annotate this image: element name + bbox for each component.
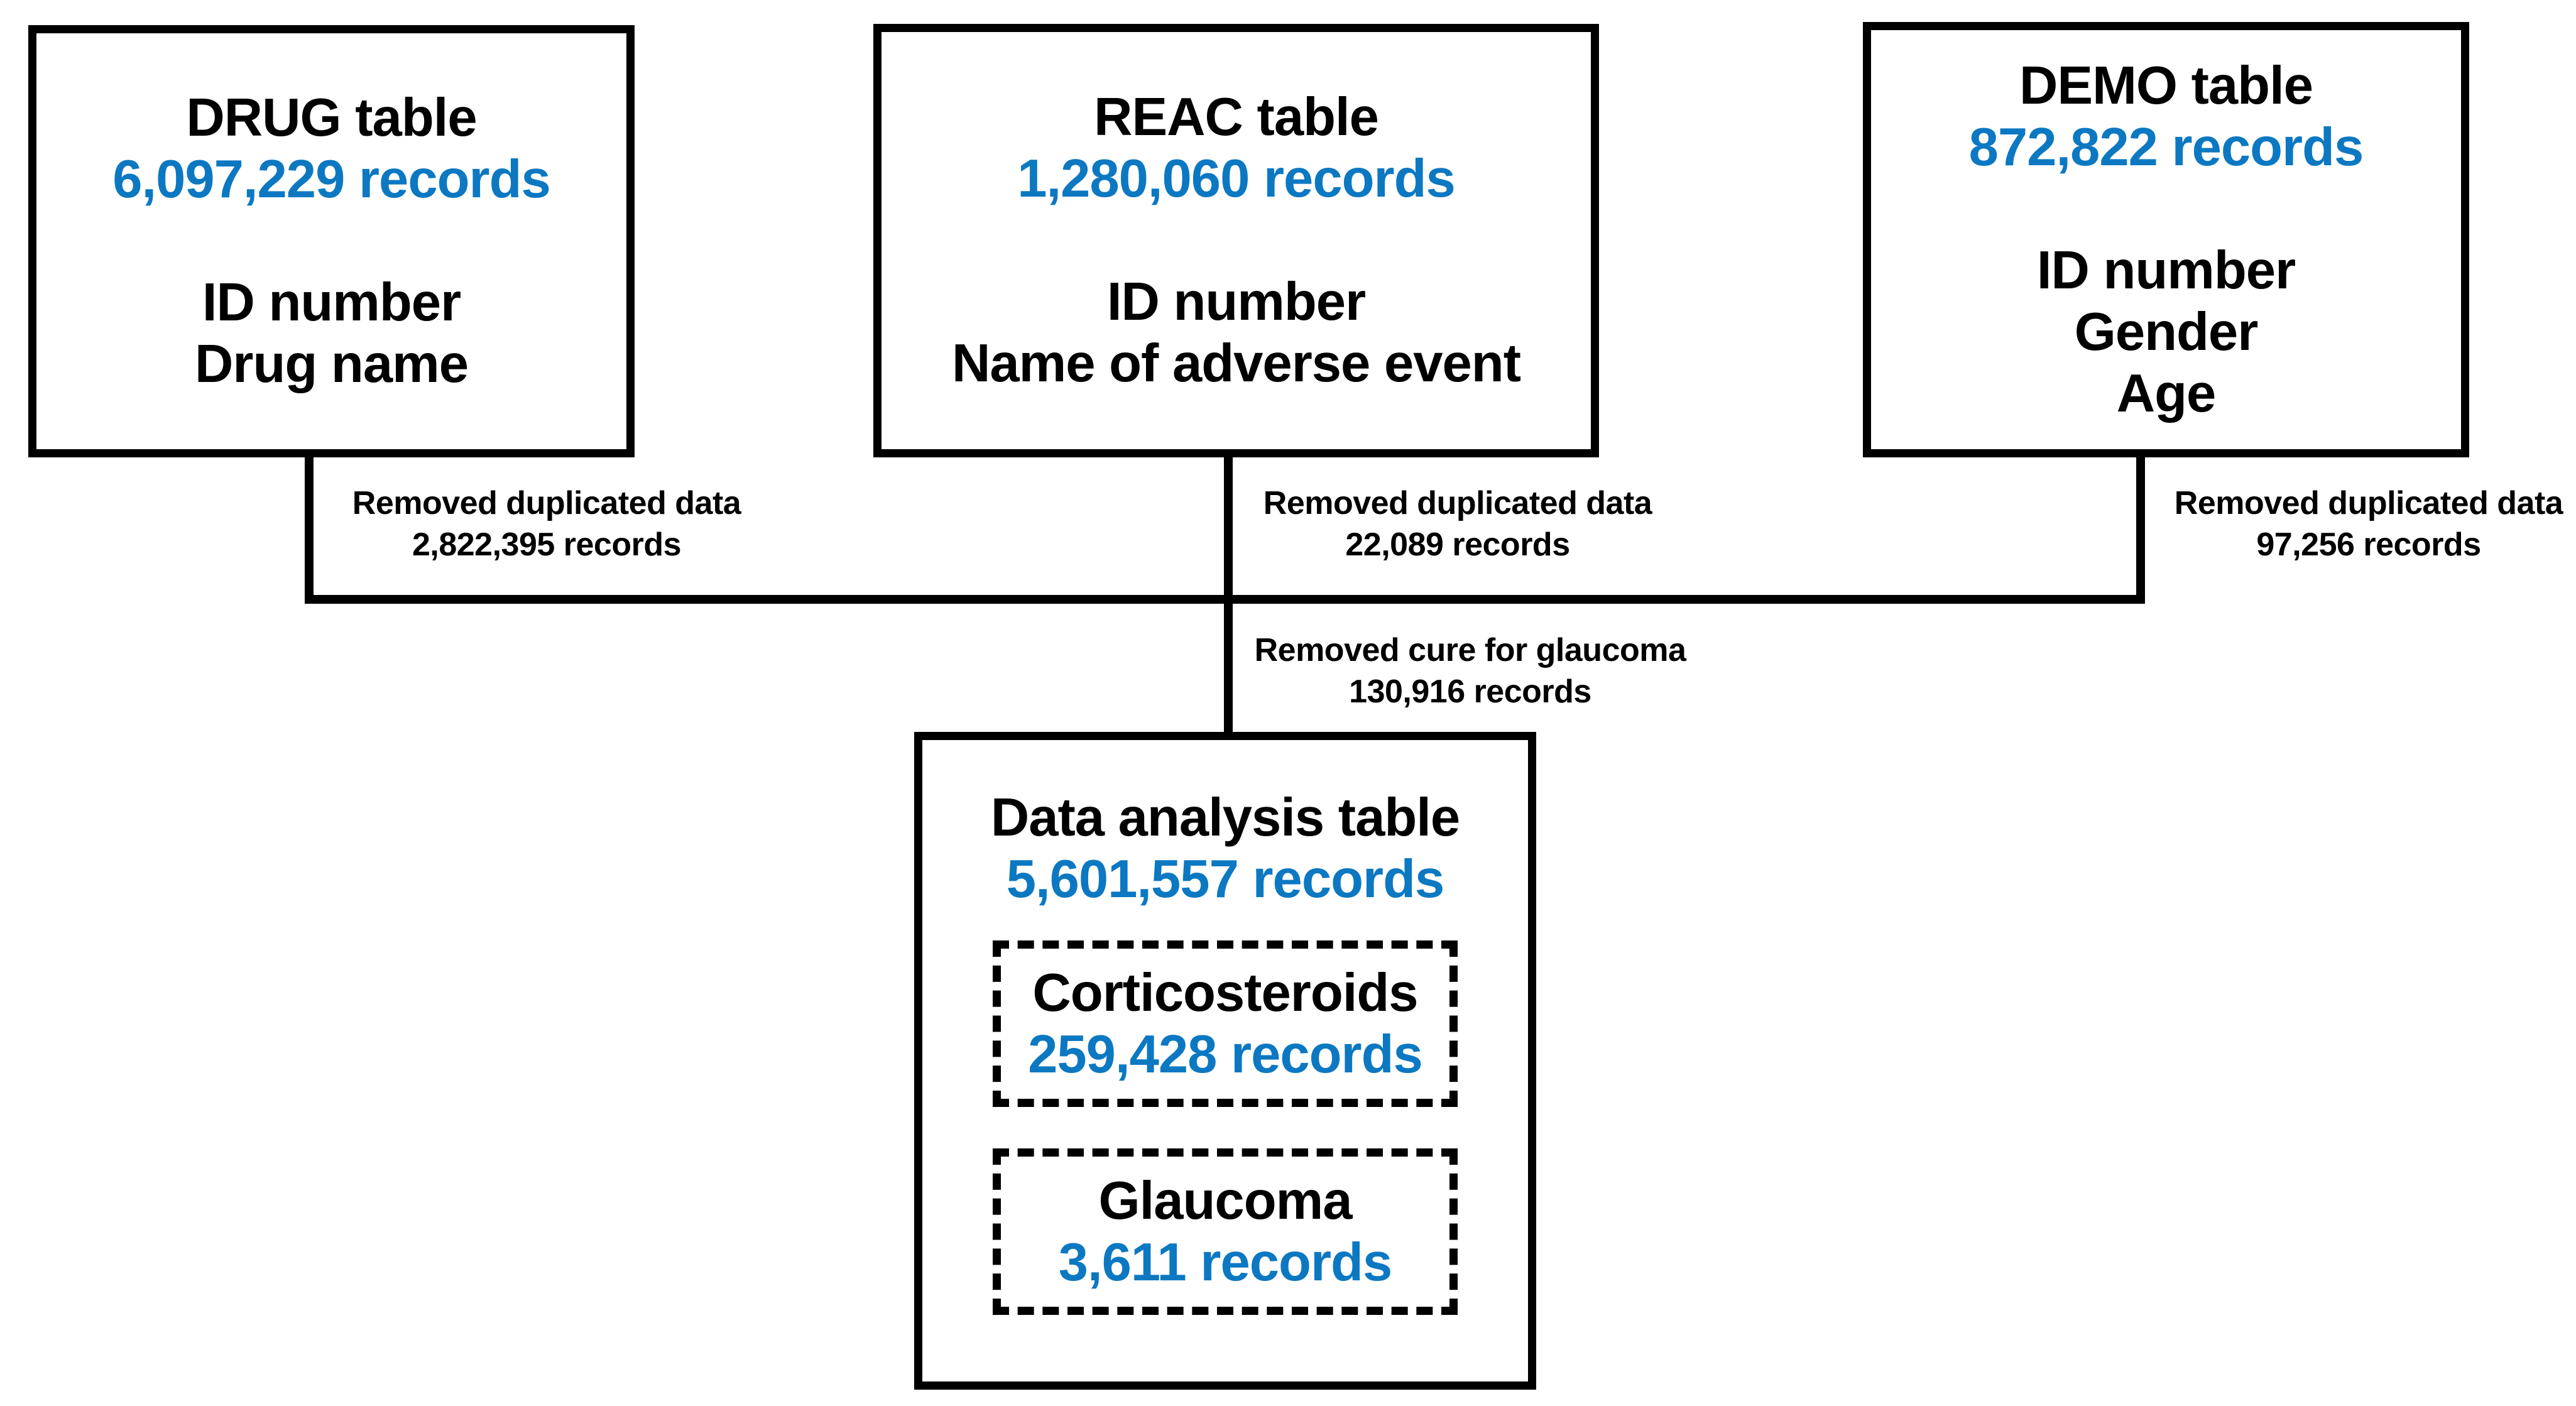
glaucoma-cure-removal-note-line1: Removed cure for glaucoma <box>1254 632 1686 668</box>
reac-removal-note-line2: 22,089 records <box>1345 526 1570 563</box>
data-analysis-record-count: 5,601,557 records <box>1006 849 1445 909</box>
demo-removal-note-line2: 97,256 records <box>2256 526 2481 563</box>
reac-table-field: Name of adverse event <box>952 334 1521 393</box>
demo-removal-note: Removed duplicated data 97,256 records <box>2164 482 2573 565</box>
demo-table-field: ID number <box>2036 240 2296 300</box>
demo-connector-line <box>2136 454 2145 604</box>
demo-table-title: DEMO table <box>2019 55 2313 116</box>
drug-table-field: ID number <box>202 273 461 332</box>
drug-table-box: DRUG table 6,097,229 records ID number D… <box>28 25 635 457</box>
drug-table-title: DRUG table <box>186 88 477 148</box>
reac-table-field: ID number <box>1106 272 1366 332</box>
merge-connector-line <box>305 595 2145 604</box>
reac-table-title: REAC table <box>1094 87 1379 147</box>
glaucoma-subset-box: Glaucoma 3,611 records <box>993 1148 1458 1315</box>
corticosteroids-subset-title: Corticosteroids <box>1032 962 1418 1023</box>
reac-table-record-count: 1,280,060 records <box>1017 149 1456 209</box>
drug-table-record-count: 6,097,229 records <box>112 150 551 209</box>
demo-table-record-count: 872,822 records <box>1968 117 2364 177</box>
corticosteroids-subset-box: Corticosteroids 259,428 records <box>993 940 1458 1107</box>
data-analysis-table-title: Data analysis table <box>990 788 1460 847</box>
drug-connector-line <box>305 452 314 604</box>
drug-removal-note-line1: Removed duplicated data <box>352 485 741 521</box>
reac-removal-note-line1: Removed duplicated data <box>1263 485 1652 521</box>
demo-removal-note-line1: Removed duplicated data <box>2174 485 2563 521</box>
glaucoma-subset-record-count: 3,611 records <box>1058 1232 1392 1292</box>
glaucoma-subset-title: Glaucoma <box>1098 1170 1353 1231</box>
corticosteroids-subset-record-count: 259,428 records <box>1028 1024 1423 1084</box>
data-analysis-table-box: Data analysis table 5,601,557 records Co… <box>914 732 1536 1390</box>
reac-table-box: REAC table 1,280,060 records ID number N… <box>873 24 1599 457</box>
drug-removal-note: Removed duplicated data 2,822,395 record… <box>333 482 760 565</box>
reac-removal-note: Removed duplicated data 22,089 records <box>1250 482 1665 565</box>
drug-table-field: Drug name <box>195 334 469 394</box>
demo-table-box: DEMO table 872,822 records ID number Gen… <box>1863 22 2469 457</box>
glaucoma-cure-removal-note: Removed cure for glaucoma 130,916 record… <box>1247 629 1693 712</box>
demo-table-field: Gender <box>2074 302 2259 362</box>
glaucoma-cure-removal-note-line2: 130,916 records <box>1349 673 1591 710</box>
drug-removal-note-line2: 2,822,395 records <box>412 526 682 563</box>
demo-table-field: Age <box>2116 363 2217 423</box>
